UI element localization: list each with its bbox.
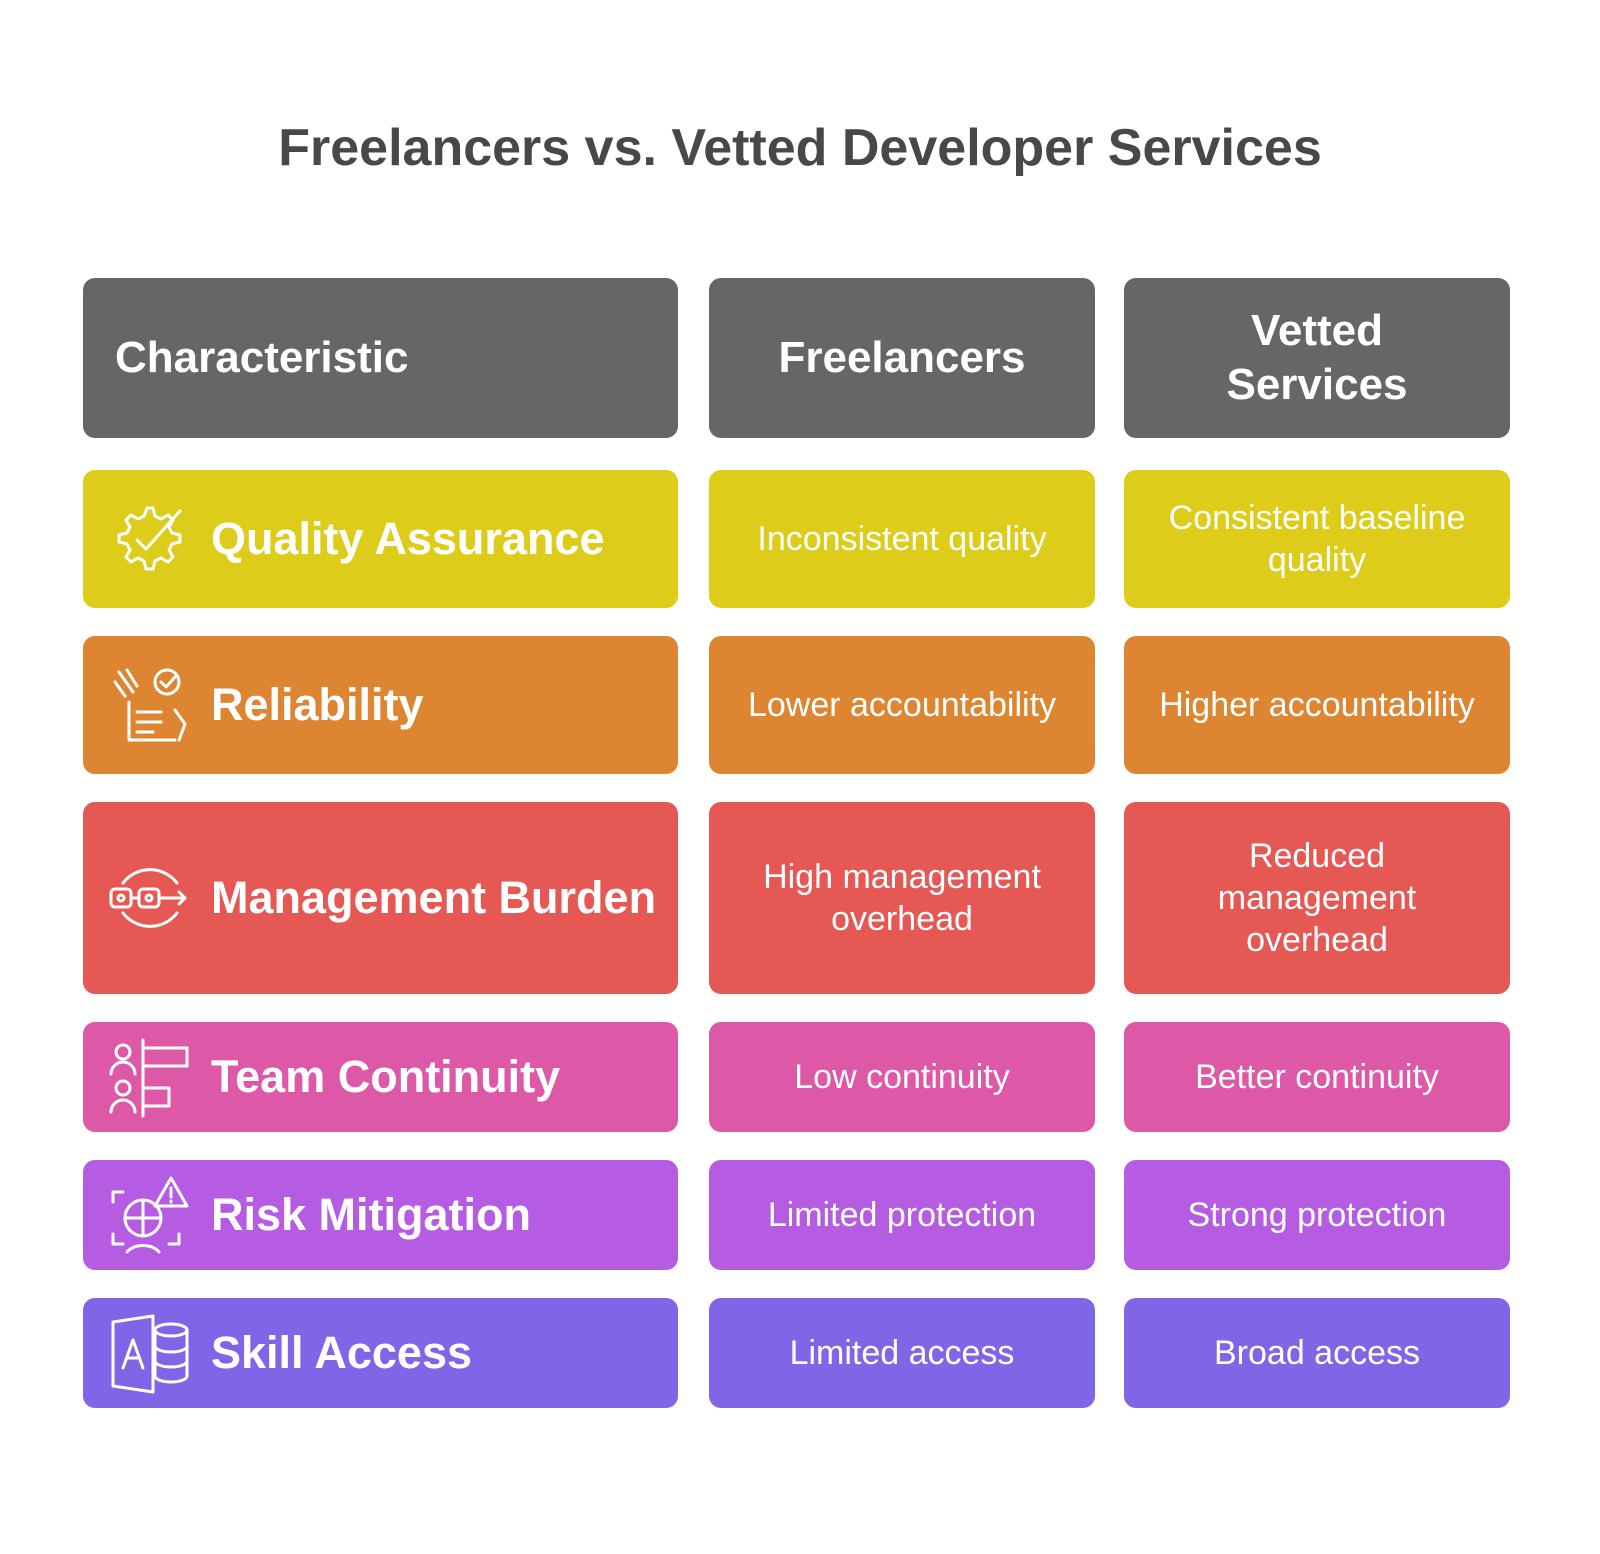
- header-characteristic: Characteristic: [83, 278, 678, 438]
- row-label-text: Skill Access: [211, 1327, 473, 1378]
- row-label-text: Management Burden: [211, 872, 657, 923]
- skill-access-freelancers-cell: Limited access: [709, 1298, 1095, 1408]
- row-reliability-label: Reliability: [83, 636, 678, 774]
- row-label-text: Risk Mitigation: [211, 1189, 532, 1240]
- database-access-icon: [107, 1310, 193, 1396]
- risk-mitigation-freelancers-cell: Limited protection: [709, 1160, 1095, 1270]
- row-quality-assurance-label: Quality Assurance: [83, 470, 678, 608]
- globe-warning-icon: [107, 1172, 193, 1258]
- cell-text: Inconsistent quality: [757, 520, 1047, 558]
- cell-text: Consistent baseline quality: [1168, 499, 1466, 579]
- skill-access-vetted-cell: Broad access: [1124, 1298, 1510, 1408]
- header-label: Vetted Services: [1226, 306, 1408, 409]
- checklist-hand-icon: [107, 662, 193, 748]
- management-burden-vetted-cell: Reduced management overhead: [1124, 802, 1510, 994]
- row-management-burden-label: Management Burden: [83, 802, 678, 994]
- reliability-vetted-cell: Higher accountability: [1124, 636, 1510, 774]
- team-continuity-freelancers-cell: Low continuity: [709, 1022, 1095, 1132]
- cell-text: Strong protection: [1187, 1196, 1447, 1234]
- cell-text: Low continuity: [794, 1058, 1010, 1096]
- cell-text: Higher accountability: [1159, 686, 1475, 724]
- cell-text: Limited access: [789, 1334, 1015, 1372]
- header-label: Freelancers: [778, 333, 1026, 382]
- header-vetted-services: Vetted Services: [1124, 278, 1510, 438]
- cell-text: Reduced management overhead: [1217, 837, 1417, 959]
- page-title: Freelancers vs. Vetted Developer Service…: [278, 119, 1322, 177]
- header-freelancers: Freelancers: [709, 278, 1095, 438]
- workflow-cycle-icon: [107, 855, 193, 941]
- header-label: Characteristic: [115, 333, 409, 382]
- quality-assurance-freelancers-cell: Inconsistent quality: [709, 470, 1095, 608]
- row-skill-access-label: Skill Access: [83, 1298, 678, 1408]
- quality-assurance-vetted-cell: Consistent baseline quality: [1124, 470, 1510, 608]
- team-continuity-vetted-cell: Better continuity: [1124, 1022, 1510, 1132]
- cell-text: Broad access: [1214, 1334, 1420, 1372]
- cell-text: Better continuity: [1195, 1058, 1439, 1096]
- row-label-text: Reliability: [211, 679, 424, 730]
- row-label-text: Quality Assurance: [211, 513, 605, 564]
- cell-text: Lower accountability: [747, 686, 1057, 724]
- risk-mitigation-vetted-cell: Strong protection: [1124, 1160, 1510, 1270]
- row-team-continuity-label: Team Continuity: [83, 1022, 678, 1132]
- gear-check-icon: [107, 496, 193, 582]
- row-label-text: Team Continuity: [211, 1051, 561, 1102]
- row-risk-mitigation-label: Risk Mitigation: [83, 1160, 678, 1270]
- cell-text: High management overhead: [763, 858, 1041, 938]
- team-hierarchy-icon: [107, 1034, 193, 1120]
- management-burden-freelancers-cell: High management overhead: [709, 802, 1095, 994]
- reliability-freelancers-cell: Lower accountability: [709, 636, 1095, 774]
- cell-text: Limited protection: [767, 1196, 1037, 1234]
